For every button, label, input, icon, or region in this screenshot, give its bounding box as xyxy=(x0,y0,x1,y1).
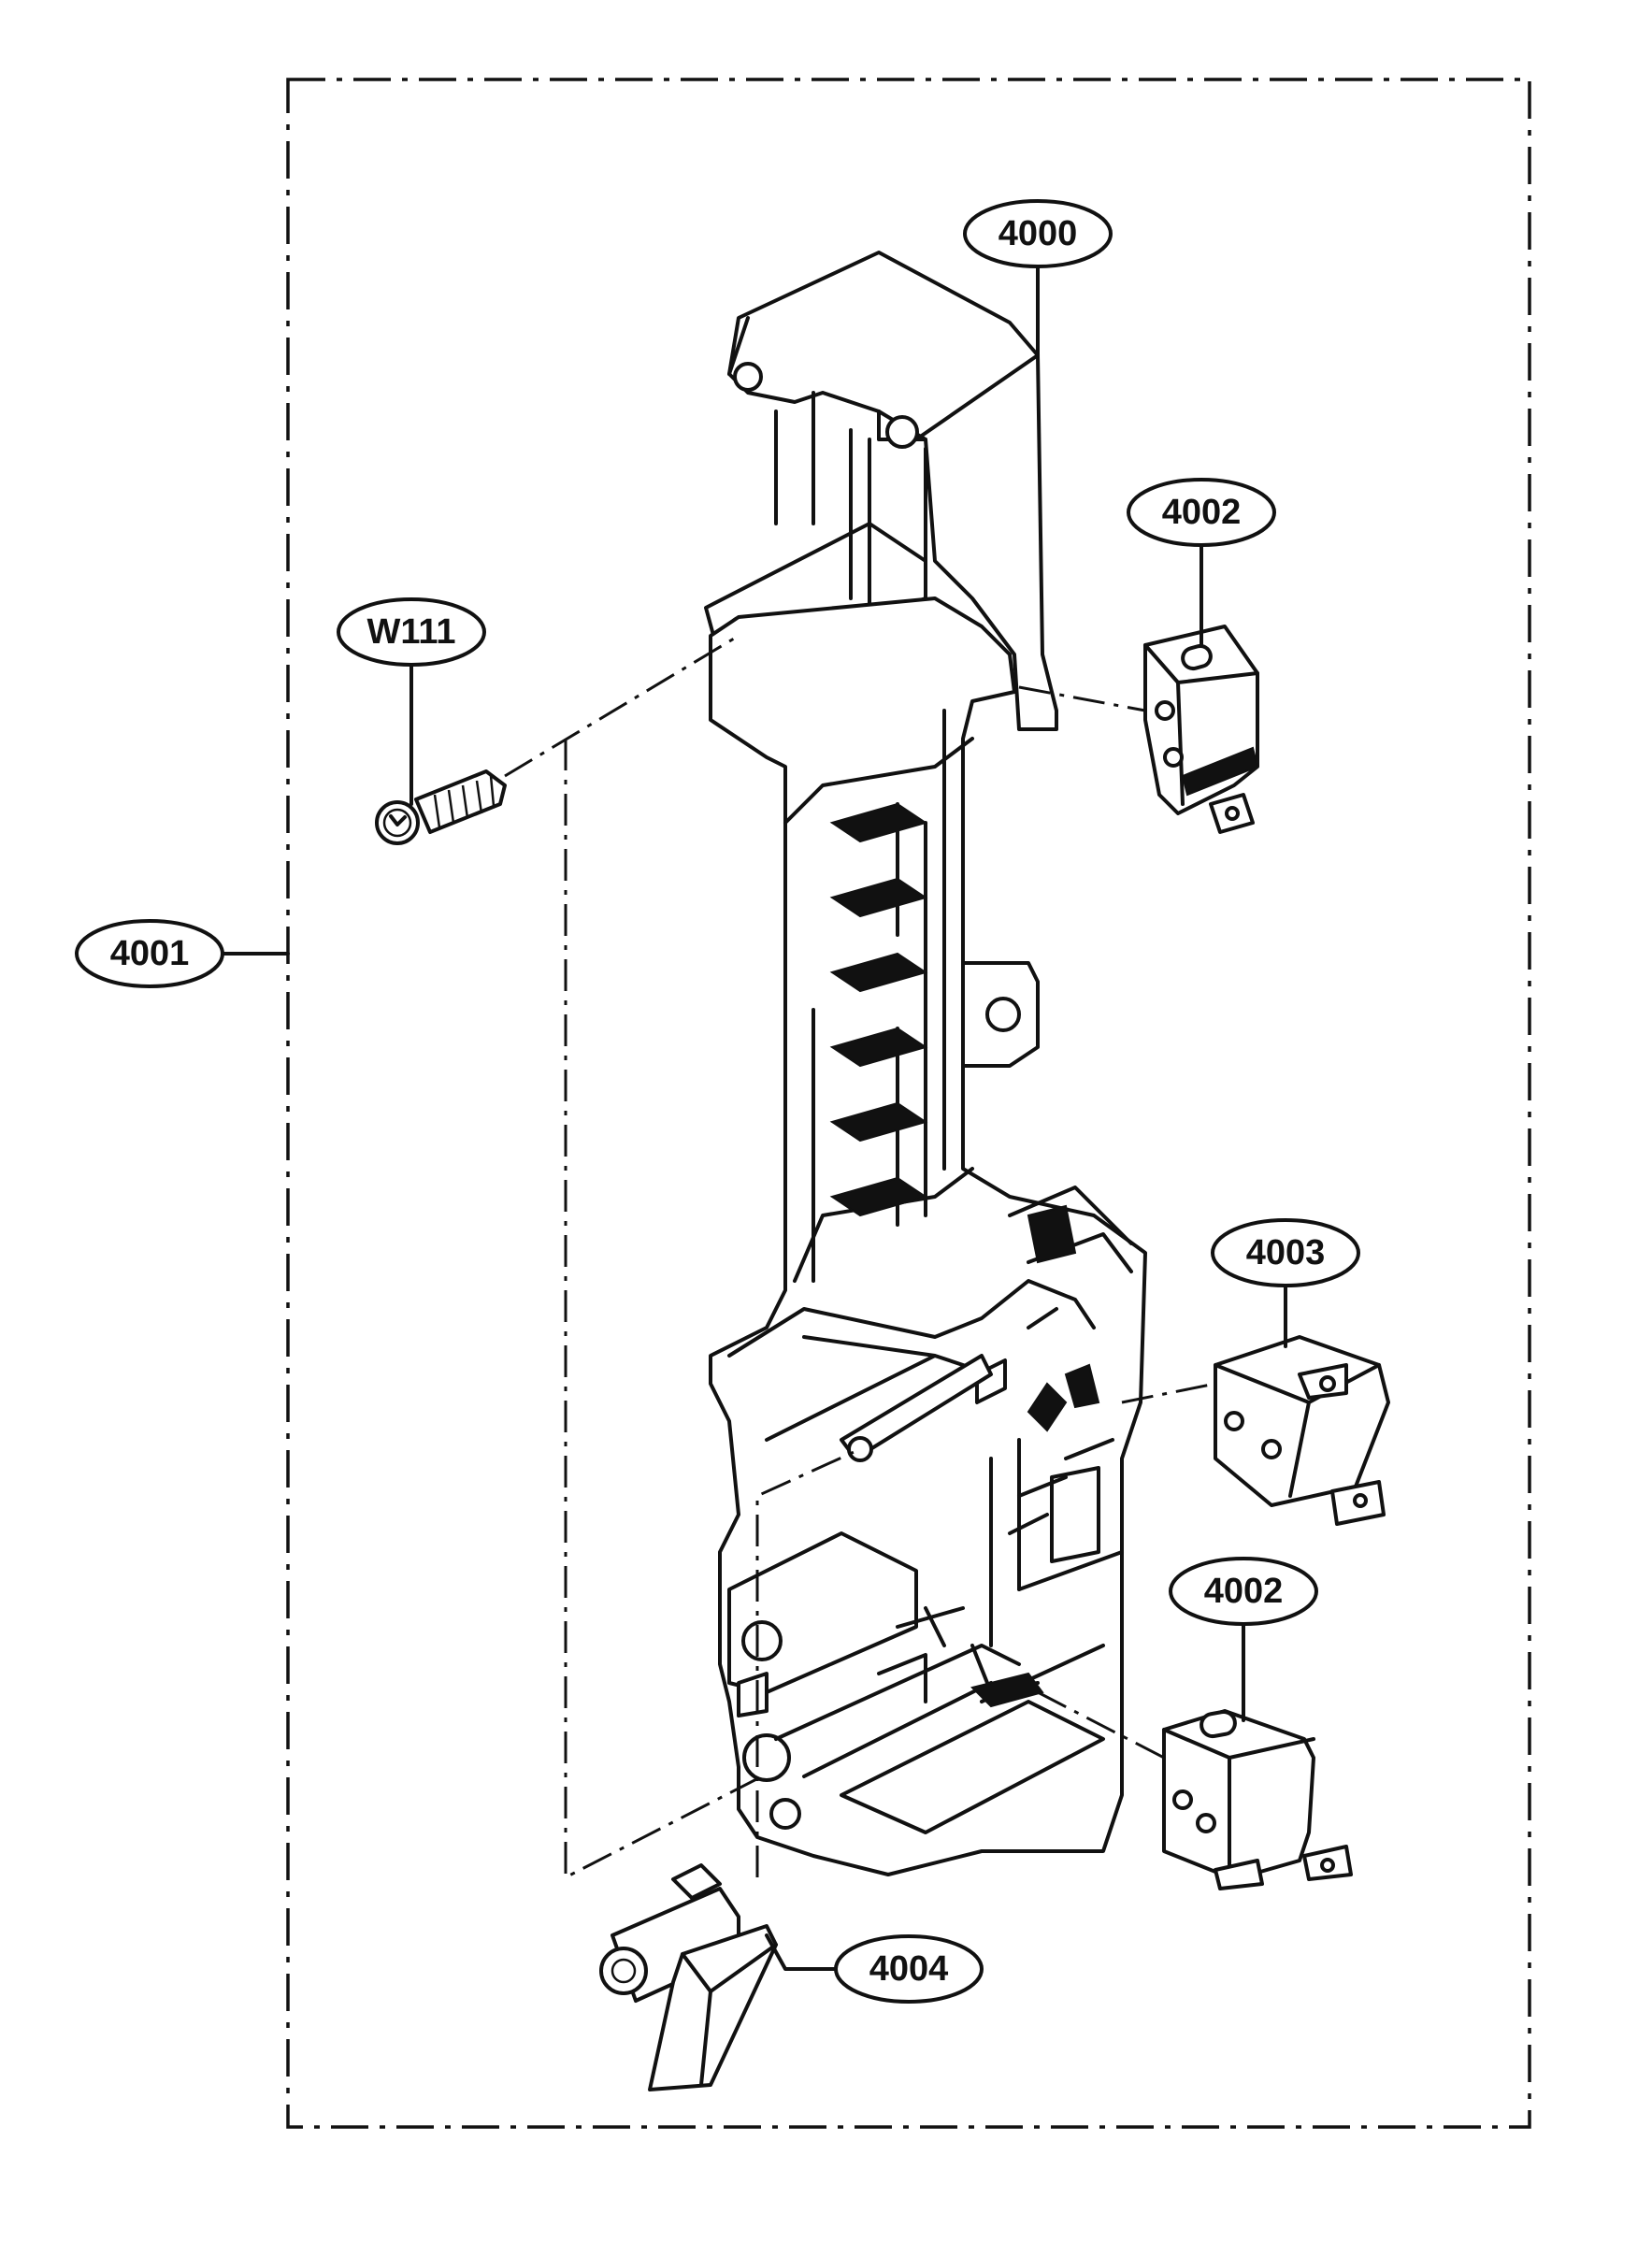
callout-4004: 4004 xyxy=(834,1934,984,2004)
callout-4001: 4001 xyxy=(75,919,224,988)
switch-middle xyxy=(1214,1335,1390,1526)
callout-4003: 4003 xyxy=(1211,1218,1360,1287)
callout-label-4001: 4001 xyxy=(110,934,190,973)
callout-label-4003: 4003 xyxy=(1246,1233,1326,1272)
lever-axis-line xyxy=(755,1447,861,1877)
switch-top-axis-line xyxy=(1018,685,1146,712)
lever xyxy=(599,1863,778,2091)
callout-label-4002-bottom: 4002 xyxy=(1204,1572,1284,1611)
switch-middle-axis-line xyxy=(1121,1382,1216,1404)
switch-bottom xyxy=(1162,1709,1353,1890)
leader-4004 xyxy=(765,1933,839,1971)
callout-label-4002-top: 4002 xyxy=(1162,493,1242,532)
screw-axis-line xyxy=(504,634,740,778)
switch-top xyxy=(1143,625,1259,834)
callout-4002-bottom: 4002 xyxy=(1169,1557,1318,1626)
callout-w111: W111 xyxy=(337,597,486,667)
screw xyxy=(375,769,507,845)
callout-4002-top: 4002 xyxy=(1127,478,1276,547)
callout-label-w111: W111 xyxy=(366,612,455,652)
latch-housing xyxy=(704,251,1147,1876)
callout-4000: 4000 xyxy=(963,199,1113,268)
assembly-frame xyxy=(286,78,1531,2129)
callout-label-4004: 4004 xyxy=(869,1949,949,1989)
callout-label-4000: 4000 xyxy=(998,214,1078,253)
switch-bottom-axis-line xyxy=(1037,1690,1165,1760)
lever-guide-line xyxy=(564,739,763,1880)
